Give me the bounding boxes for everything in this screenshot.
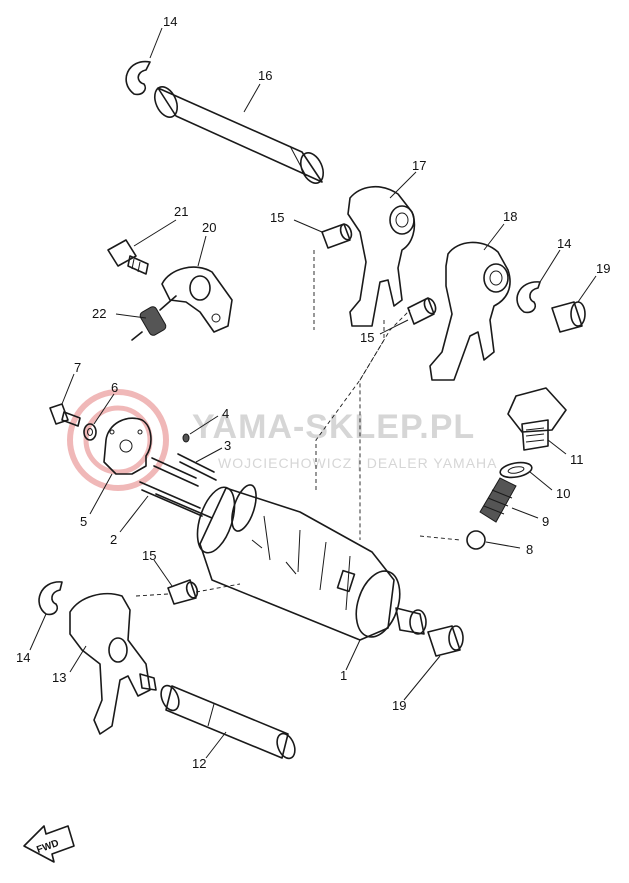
callout-10: 10 bbox=[556, 486, 570, 501]
part-2-pins bbox=[139, 481, 213, 519]
callout-17: 17 bbox=[412, 158, 426, 173]
part-15-pin-upper bbox=[321, 223, 353, 249]
callout-9: 9 bbox=[542, 514, 549, 529]
part-16-fork-shaft-upper bbox=[153, 86, 325, 184]
part-22-spring bbox=[131, 295, 177, 341]
part-14-circlip-lower bbox=[38, 581, 63, 616]
part-17-shift-fork bbox=[347, 186, 416, 327]
part-12-fork-shaft-lower bbox=[160, 684, 296, 760]
callout-15-middle: 15 bbox=[360, 330, 374, 345]
watermark-logo bbox=[67, 389, 169, 491]
callout-6: 6 bbox=[111, 380, 118, 395]
fwd-arrow-icon: FWD bbox=[23, 825, 75, 863]
part-19-collar-lower bbox=[427, 625, 464, 657]
callout-18: 18 bbox=[503, 209, 517, 224]
callout-8: 8 bbox=[526, 542, 533, 557]
callout-7: 7 bbox=[74, 360, 81, 375]
callout-3: 3 bbox=[224, 438, 231, 453]
callout-22: 22 bbox=[92, 306, 106, 321]
part-15-pin-lower bbox=[167, 579, 199, 605]
callout-20: 20 bbox=[202, 220, 216, 235]
part-11-plug bbox=[507, 387, 567, 451]
callout-16: 16 bbox=[258, 68, 272, 83]
part-9-spring bbox=[479, 477, 517, 523]
part-15-pin-middle bbox=[407, 297, 437, 325]
part-21-bolt bbox=[107, 239, 149, 275]
callout-15-upper: 15 bbox=[270, 210, 284, 225]
part-13-shift-fork bbox=[69, 592, 157, 735]
callout-4: 4 bbox=[222, 406, 229, 421]
callout-19-lower: 19 bbox=[392, 698, 406, 713]
part-10-gasket bbox=[499, 461, 533, 479]
part-3-pins bbox=[151, 453, 217, 487]
part-8-ball bbox=[466, 530, 486, 550]
part-19-collar-right bbox=[551, 301, 586, 333]
callout-5: 5 bbox=[80, 514, 87, 529]
callout-15-lower: 15 bbox=[142, 548, 156, 563]
watermark-title: YAMA-SKLEP.PL bbox=[192, 408, 475, 446]
callout-14-upper: 14 bbox=[163, 14, 177, 29]
assembly-lines bbox=[135, 250, 461, 597]
part-14-circlip-right bbox=[516, 281, 541, 314]
part-20-stopper-lever bbox=[161, 266, 233, 333]
callouts: 14 16 17 21 20 15 18 14 19 22 15 7 6 4 3… bbox=[16, 14, 610, 771]
callout-19-right: 19 bbox=[596, 261, 610, 276]
callout-14-lower: 14 bbox=[16, 650, 30, 665]
part-5-segment bbox=[103, 417, 152, 475]
callout-21: 21 bbox=[174, 204, 188, 219]
part-7-bolt bbox=[49, 403, 81, 427]
part-4-pin bbox=[182, 433, 190, 443]
callout-2: 2 bbox=[110, 532, 117, 547]
part-6-washer bbox=[83, 423, 97, 441]
watermark: YAMA-SKLEP.PL WOJCIECHOWICZ | DEALER YAM… bbox=[67, 389, 497, 491]
callout-1: 1 bbox=[340, 668, 347, 683]
callout-13: 13 bbox=[52, 670, 66, 685]
callout-14-right: 14 bbox=[557, 236, 571, 251]
watermark-subtitle: WOJCIECHOWICZ | DEALER YAMAHA bbox=[218, 455, 497, 471]
part-14-circlip-upper bbox=[125, 60, 151, 96]
callout-11: 11 bbox=[570, 452, 584, 467]
callout-12: 12 bbox=[192, 756, 206, 771]
fwd-label: FWD bbox=[35, 838, 60, 856]
leader-lines bbox=[29, 27, 597, 759]
part-1-shift-drum bbox=[196, 484, 427, 641]
part-18-shift-fork bbox=[429, 241, 511, 381]
